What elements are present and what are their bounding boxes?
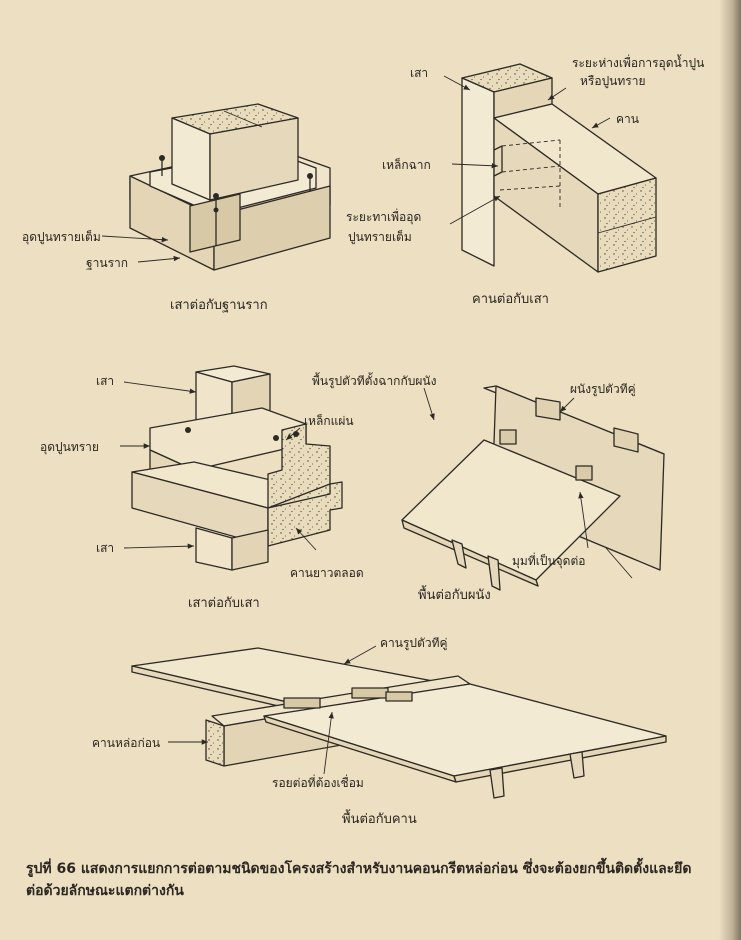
figure-caption-line1: แสดงการแยกการต่อตามชนิดของโครงสร้างสำหรั… xyxy=(80,861,692,877)
label-column-top: เสา xyxy=(96,374,115,388)
label-grout-gap-line1: ระยะห่างเพื่อการอุดน้ำปูน xyxy=(572,56,705,70)
caption-beam-column: คานต่อกับเสา xyxy=(472,292,549,307)
label-double-tee-wall: ผนังรูปตัวทีคู่ xyxy=(570,382,636,396)
label-steel-plate: เหล็กแผ่น xyxy=(304,414,354,428)
label-fill-line1: ระยะทาเพื่ออุด xyxy=(346,210,422,224)
label-fill-line2: ปูนทรายเต็ม xyxy=(348,230,412,244)
label-grout-gap-line2: หรือปูนทราย xyxy=(580,74,646,88)
label-footing: ฐานราก xyxy=(86,256,129,270)
caption-column-footing: เสาต่อกับฐานราก xyxy=(170,298,268,313)
column-column-drawing xyxy=(120,365,343,571)
label-precast-beam: คานหล่อก่อน xyxy=(92,736,161,750)
book-spine-shadow xyxy=(719,0,741,940)
label-column: เสา xyxy=(410,66,429,80)
caption-slab-beam: พื้นต่อกับคาน xyxy=(342,812,417,827)
figure-number: รูปที่ 66 xyxy=(26,861,76,877)
label-joint-corner: มุมที่เป็นจุดต่อ xyxy=(512,554,586,568)
label-beam: คาน xyxy=(616,112,639,126)
caption-column-column: เสาต่อกับเสา xyxy=(188,596,260,611)
slab-wall-drawing xyxy=(401,385,665,591)
label-grout: อุดปูนทราย xyxy=(40,440,99,454)
column-footing-drawing xyxy=(101,103,331,271)
figure-caption-line2: ต่อด้วยลักษณะแตกต่างกัน xyxy=(26,883,184,899)
label-weld-joint: รอยต่อที่ต้องเชื่อม xyxy=(272,776,364,790)
label-column-bottom: เสา xyxy=(96,541,115,555)
label-grout-full: อุดปูนทรายเต็ม xyxy=(22,230,101,244)
label-continuous-beam: คานยาวตลอด xyxy=(290,566,364,580)
figure-caption: รูปที่ 66 แสดงการแยกการต่อตามชนิดของโครง… xyxy=(26,858,726,902)
label-double-tee-beam: คานรูปตัวทีคู่ xyxy=(380,636,448,650)
slab-beam-drawing xyxy=(131,645,667,799)
label-steel-angle: เหล็กฉาก xyxy=(382,158,431,172)
beam-column-drawing xyxy=(443,63,657,273)
label-tee-slab: พื้นรูปตัวทีตั้งฉากกับผนัง xyxy=(312,374,437,388)
caption-slab-wall: พื้นต่อกับผนัง xyxy=(418,588,491,603)
